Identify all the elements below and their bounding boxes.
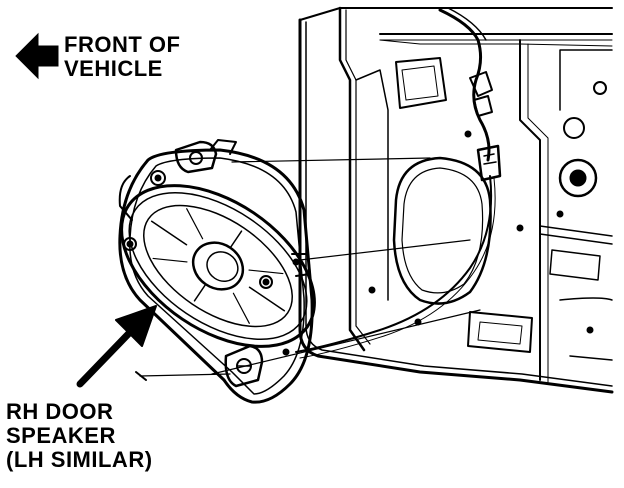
speaker-label-line-1: RH DOOR [6, 399, 114, 424]
speaker-label-line-3: (LH SIMILAR) [6, 447, 153, 472]
speaker-label-line-2: SPEAKER [6, 423, 116, 448]
front-label-line-1: FRONT OF [64, 32, 181, 57]
speaker-assembly [118, 139, 316, 404]
arrow-up-right-icon [76, 305, 157, 388]
speaker-callout-label: RH DOOR SPEAKER (LH SIMILAR) [6, 400, 153, 472]
door-inner-panel [135, 6, 614, 394]
arrow-left-icon [15, 32, 59, 80]
front-of-vehicle-label: FRONT OF VEHICLE [64, 33, 180, 81]
front-label-line-2: VEHICLE [64, 56, 163, 81]
